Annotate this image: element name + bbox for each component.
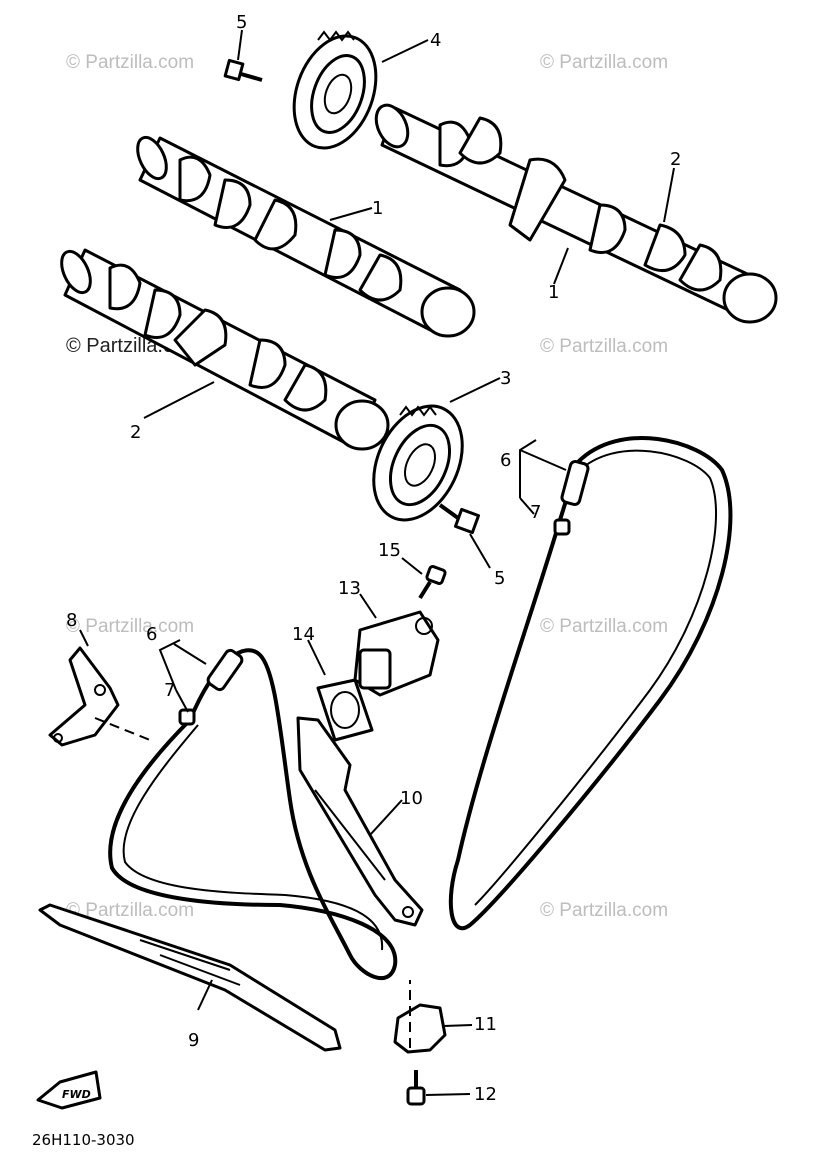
tensioner-gasket: [316, 678, 374, 742]
cam-sprocket-lower: [372, 404, 464, 522]
timing-chain-right: [448, 436, 733, 931]
forward-arrow-icon: FWD: [36, 1070, 102, 1110]
camshaft-intake-front: [136, 135, 476, 338]
watermarks: © Partzilla.com © Partzilla.com © Partzi…: [66, 52, 668, 921]
callout-3: 3: [500, 368, 511, 389]
callout-6: 6: [500, 450, 511, 471]
callout-7: 7: [164, 680, 175, 701]
callout-1: 1: [548, 282, 559, 303]
diagram-code: 26H110-3030: [32, 1131, 135, 1149]
guide-stopper: [393, 980, 447, 1054]
tensioner-cap-bolt: [418, 565, 447, 600]
watermark: © Partzilla.com: [66, 52, 194, 73]
callout-14: 14: [292, 624, 315, 645]
callout-5: 5: [494, 568, 505, 589]
callouts: 5 4 1 2 1 2 3 5 6 7 6 7 8 9 10 11 12 13 …: [66, 12, 681, 1105]
callout-7: 7: [530, 502, 541, 523]
callout-1: 1: [372, 198, 383, 219]
callout-2: 2: [130, 422, 141, 443]
watermark: © Partzilla.com: [540, 900, 668, 921]
sprocket-bolt-upper: [223, 58, 263, 82]
camshaft-intake-lower: [60, 248, 390, 451]
callout-11: 11: [474, 1014, 497, 1035]
callout-13: 13: [338, 578, 361, 599]
callout-9: 9: [188, 1030, 199, 1051]
watermark: © Partzilla.com: [540, 336, 668, 357]
stopper-bolt: [406, 1070, 426, 1106]
timing-chain-left: [108, 648, 398, 981]
chain-joint-left: [178, 648, 244, 726]
leader-lines: [79, 29, 675, 1096]
watermark: © Partzilla.com: [66, 616, 194, 637]
callout-5: 5: [236, 12, 247, 33]
callout-2: 2: [670, 149, 681, 170]
callout-6: 6: [146, 624, 157, 645]
chain-guide-bracket: [48, 646, 151, 747]
callout-15: 15: [378, 540, 401, 561]
chain-guide-lower: [38, 903, 342, 1052]
watermark: © Partzilla.com: [540, 52, 668, 73]
chain-joint-right: [553, 460, 590, 536]
sprocket-bolt-lower: [438, 503, 481, 535]
callout-4: 4: [430, 30, 441, 51]
camshaft-exhaust-rear: [374, 103, 778, 324]
fwd-label: FWD: [62, 1088, 91, 1101]
callout-10: 10: [400, 788, 423, 809]
chain-tensioner: [353, 610, 440, 697]
chain-tensioner-guide: [296, 716, 424, 927]
callout-12: 12: [474, 1084, 497, 1105]
callout-8: 8: [66, 610, 77, 631]
watermark: © Partzilla.com: [66, 900, 194, 921]
watermark: © Partzilla.com: [540, 616, 668, 637]
cam-sprocket-upper: [292, 30, 378, 150]
